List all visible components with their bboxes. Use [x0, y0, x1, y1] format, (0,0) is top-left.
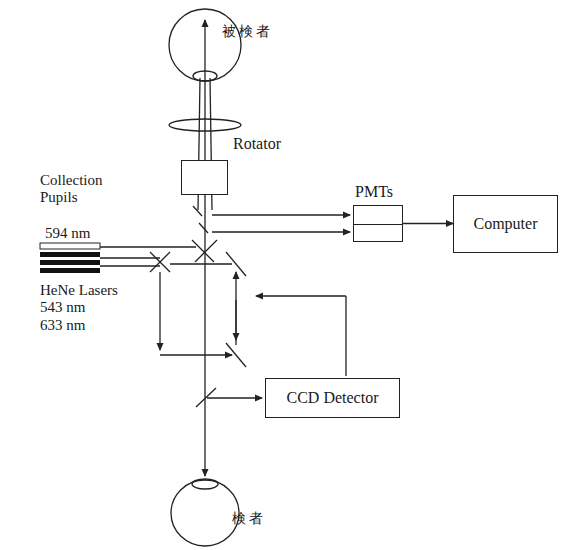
computer-box: Computer	[453, 195, 558, 253]
part-label: Collection Pupils	[40, 172, 135, 207]
detector-box: CCD Detector	[265, 378, 400, 418]
wavelength-label: 633 nm	[40, 317, 85, 334]
subject-label: 被検者	[222, 23, 273, 39]
wavelength-label: 594 nm	[45, 225, 90, 242]
signal-arrow	[403, 223, 453, 224]
rotator-box	[181, 160, 228, 195]
node-text: Rotator	[233, 135, 281, 153]
pmt-box	[353, 205, 403, 242]
node-text: Computer	[474, 215, 538, 233]
node-text: PMTs	[355, 183, 393, 201]
node-text: CCD Detector	[287, 389, 379, 407]
laser-label: HeNe Lasers	[40, 282, 118, 299]
examiner-label: 検者	[232, 510, 266, 526]
wavelength-label: 543 nm	[40, 299, 85, 316]
detector-divider	[354, 224, 402, 225]
